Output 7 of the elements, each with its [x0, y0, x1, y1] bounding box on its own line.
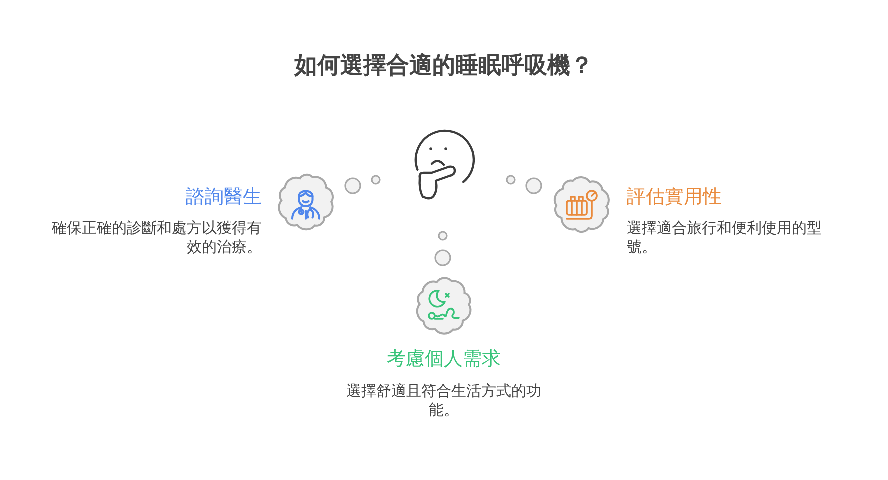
- node-heading: 評估實用性: [627, 185, 722, 209]
- node-heading: 諮詢醫生: [186, 185, 262, 209]
- node-description: 確保正確的診斷和處方以獲得有效的治療。: [51, 219, 262, 257]
- node-heading: 考慮個人需求: [387, 347, 501, 371]
- diagram-title: 如何選擇合適的睡眠呼吸機？: [294, 52, 594, 81]
- node-description: 選擇舒適且符合生活方式的功能。: [346, 382, 542, 420]
- node-description: 選擇適合旅行和便利使用的型號。: [627, 219, 823, 257]
